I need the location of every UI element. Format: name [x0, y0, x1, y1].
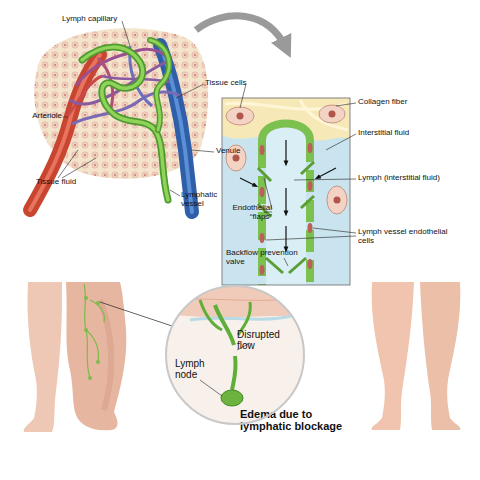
- skin-layer-line: [165, 298, 305, 300]
- skin-layer: [165, 285, 305, 318]
- endothelial-cell: [308, 143, 313, 153]
- lymph-capillary: [82, 47, 168, 200]
- leader-line: [336, 103, 356, 106]
- part-label: Interstitial fluid: [358, 129, 458, 138]
- lymph-capillary: [150, 40, 169, 130]
- leg: [372, 282, 414, 430]
- edema-legs-photo: [24, 282, 178, 432]
- collagen-fiber: [300, 100, 348, 130]
- inset-ground: [222, 98, 350, 285]
- endothelial-cell: [308, 259, 313, 269]
- cell-nucleus: [233, 155, 240, 162]
- cell-nucleus: [334, 197, 341, 204]
- magnifier-ground: [165, 285, 305, 425]
- flow-arrow: [240, 178, 256, 186]
- normal-legs-photo: [372, 282, 461, 430]
- magnifier-view: [165, 285, 305, 425]
- part-label: Tissue cells: [205, 79, 260, 88]
- leader-line: [284, 258, 288, 266]
- leader-lines: [58, 21, 356, 266]
- lymph-capillary: [150, 40, 169, 130]
- flow-arrow: [285, 140, 286, 164]
- leader-line: [192, 150, 214, 152]
- node-outline: [165, 285, 305, 425]
- node-label: Lymph node: [175, 358, 225, 380]
- flow-arrows: [240, 140, 336, 250]
- vessel-lumen: [266, 130, 306, 285]
- leader-line: [122, 21, 130, 46]
- flow-arrow: [317, 168, 336, 178]
- lymph-node-shape: [221, 390, 243, 406]
- leader-line: [170, 190, 180, 196]
- part-label: Endothelial “flaps”: [214, 204, 272, 222]
- leader-line: [58, 150, 96, 178]
- blood-capillary: [68, 76, 102, 115]
- part-label: Lymphatic vessel: [181, 191, 221, 209]
- lymph-vessel-lines: [84, 284, 104, 378]
- tissue-cell: [327, 186, 347, 214]
- vessel-highlight: [30, 55, 100, 210]
- part-label: Venule: [216, 147, 256, 156]
- lymph-capillary: [82, 47, 168, 200]
- leader-line: [200, 380, 222, 396]
- leg: [420, 282, 460, 430]
- lymph-dot: [84, 296, 88, 300]
- leader-line: [294, 179, 356, 180]
- tissue-cell: [319, 105, 345, 123]
- part-label: Lymph capillary: [62, 15, 124, 24]
- cell-nucleus: [237, 113, 244, 120]
- endothelial-cell: [260, 233, 265, 243]
- dermal-channel: [190, 316, 292, 320]
- leader-line: [176, 84, 204, 98]
- leader-line: [100, 302, 178, 328]
- lymph-dot: [96, 301, 100, 305]
- leg-shading: [100, 300, 111, 410]
- inset-frame: [222, 98, 350, 285]
- leader-line: [266, 228, 356, 240]
- tissue-cell: [226, 107, 254, 125]
- circle-outline: [166, 286, 304, 424]
- flow-arrow: [285, 188, 286, 214]
- part-label: Arteriole: [22, 112, 62, 121]
- arteriole-vessel: [30, 55, 100, 210]
- lymph-dot: [88, 376, 92, 380]
- vessel-cap: [262, 124, 310, 141]
- lymph-dot: [96, 360, 100, 364]
- endothelial-cell: [308, 181, 313, 191]
- leg: [24, 282, 62, 432]
- endothelial-cell: [308, 223, 313, 233]
- swollen-leg: [66, 282, 126, 430]
- leader-line: [326, 134, 356, 150]
- part-label: Lymph (interstitial fluid): [358, 174, 476, 183]
- part-label: Tissue fluid: [36, 178, 96, 187]
- flow-arrow: [285, 226, 286, 250]
- lymph-dot: [84, 328, 88, 332]
- backflow-valve: [266, 258, 306, 273]
- lymph-nodes-dots: [84, 296, 100, 380]
- zoom-arrow: [196, 16, 286, 48]
- node-label: Disrupted flow: [237, 329, 297, 351]
- endothelial-cell: [260, 265, 265, 275]
- endothelial-cell: [260, 187, 265, 197]
- lymph-vessel: [215, 305, 236, 390]
- cell-nucleus: [329, 111, 336, 118]
- part-label: Backflow prevention valve: [226, 249, 300, 267]
- leader-line: [240, 84, 246, 108]
- magnifier-circle: Lymph node Disrupted flow: [165, 285, 305, 425]
- endothelial-cell: [260, 145, 265, 155]
- part-label: Lymph vessel endothelial cells: [358, 228, 454, 246]
- part-label: Collagen fiber: [358, 98, 458, 107]
- leader-line: [63, 117, 68, 118]
- magnified-inset: [222, 98, 350, 285]
